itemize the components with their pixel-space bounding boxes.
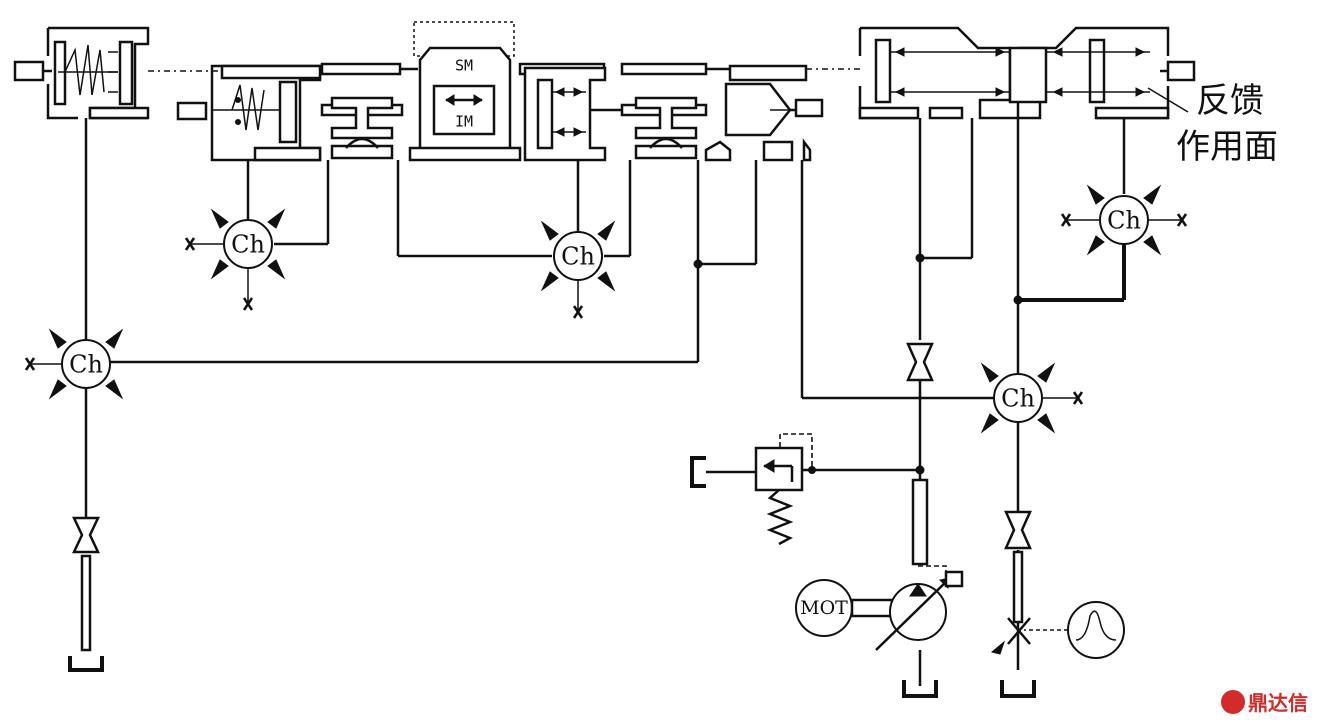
pipe-lines [84, 102, 1126, 686]
piston-block-2 [523, 66, 622, 162]
motor-label: MOT [800, 597, 848, 619]
check-valve-block [704, 64, 824, 162]
ch-label: Ch [231, 231, 265, 259]
ch-label: Ch [1001, 385, 1035, 413]
ch-label: Ch [561, 243, 595, 271]
restrictor-mid [906, 342, 934, 382]
spring-valve-block [176, 64, 322, 162]
throttle-element-1 [330, 96, 394, 160]
restrictor-left [72, 516, 100, 652]
central-valve: SM IM [408, 21, 522, 162]
left-end-valve [13, 26, 150, 120]
ch-junction-lower-right: Ch [980, 362, 1078, 434]
annotation-line2: 作用面 [1176, 127, 1278, 167]
sm-label: SM [455, 57, 473, 75]
relief-valve [706, 433, 822, 546]
tank-symbols [68, 456, 1036, 698]
ch-label: Ch [69, 351, 103, 379]
annotation-leader [1147, 87, 1189, 113]
annotation-line1: 反馈 [1196, 81, 1264, 121]
ch-junction-left: Ch [30, 328, 124, 400]
ch-junction-upper-2: Ch [540, 220, 616, 312]
terminator-marks [24, 213, 1188, 405]
watermark: 鼎达信 [1221, 690, 1308, 715]
ch-junction-upper-right: Ch [1066, 184, 1182, 256]
motor-pump-group: MOT [795, 565, 964, 651]
watermark-text: 鼎达信 [1248, 691, 1308, 715]
ch-label: Ch [1107, 207, 1141, 235]
throttle-element-2 [634, 96, 698, 160]
restrictor-right [1004, 510, 1032, 624]
pulse-sensor [990, 601, 1125, 659]
ch-junction-upper-1: Ch [190, 208, 286, 304]
im-label: IM [455, 113, 473, 131]
feedback-cylinder-assembly [858, 26, 1196, 120]
